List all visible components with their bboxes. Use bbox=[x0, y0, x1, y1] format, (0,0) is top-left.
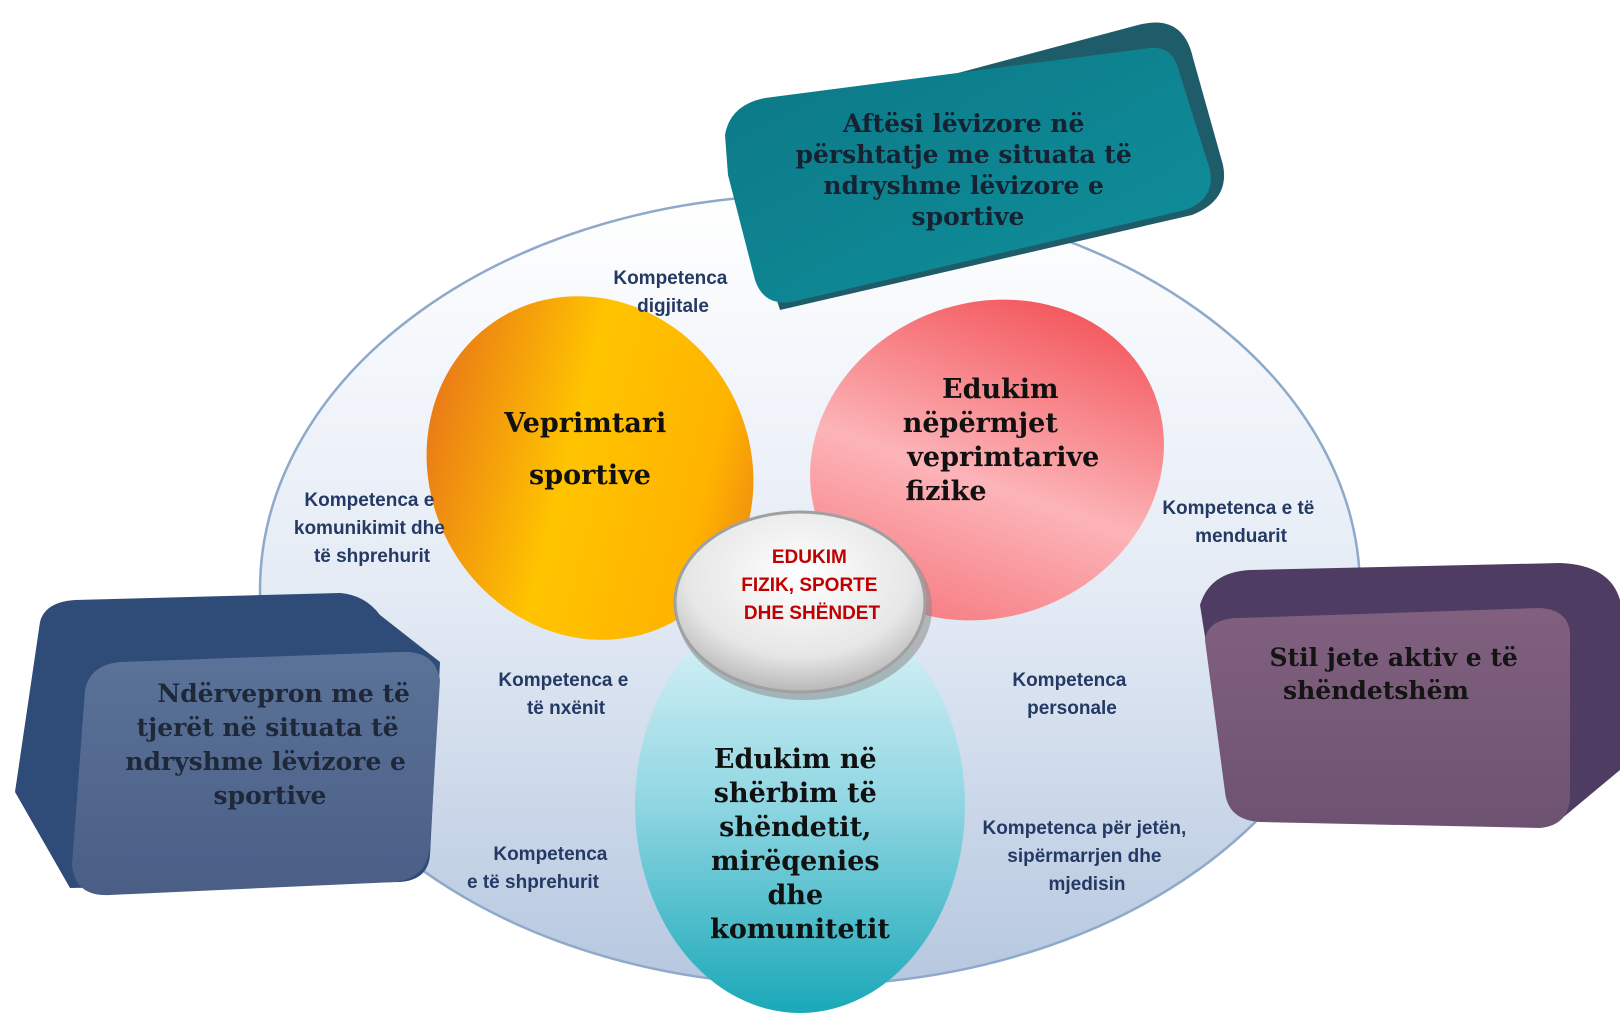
competence-thinking: Kompetenca e të menduarit bbox=[1162, 498, 1319, 547]
petal-cyan-label: Edukim në shërbim të shëndetit, mirëqeni… bbox=[710, 744, 890, 945]
competence-communication: Kompetenca e komunikimit dhe të shprehur… bbox=[294, 490, 450, 567]
competence-digital: Kompetenca digjitale bbox=[613, 268, 732, 317]
petal-red-label: Edukim nëpërmjet veprimtarive fizike bbox=[903, 374, 1109, 507]
center-label: EDUKIM FIZIK, SPORTE DHE SHËNDET bbox=[741, 547, 882, 624]
competence-personal: Kompetenca personale bbox=[1012, 670, 1131, 719]
competence-learning: Kompetenca e të nxënit bbox=[498, 670, 633, 719]
petal-orange-label: Veprimtari sportive bbox=[503, 408, 675, 491]
block-blue-label: Ndërvepron me të tjerët në situata të nd… bbox=[125, 679, 418, 810]
block-teal: Aftësi lëvizore në përshtatje me situata… bbox=[725, 22, 1225, 310]
block-purple: Stil jete aktiv e të shëndetshëm bbox=[1200, 563, 1620, 828]
petal-cyan bbox=[635, 597, 965, 1013]
block-purple-label: Stil jete aktiv e të shëndetshëm bbox=[1270, 643, 1527, 705]
petal-orange bbox=[426, 296, 754, 640]
competence-expression: Kompetenca e të shprehurit bbox=[467, 844, 613, 893]
block-blue: Ndërvepron me të tjerët në situata të nd… bbox=[15, 593, 440, 896]
competence-life: Kompetenca për jetën, sipërmarrjen dhe m… bbox=[982, 818, 1191, 895]
block-teal-label: Aftësi lëvizore në përshtatje me situata… bbox=[796, 109, 1141, 231]
petal-red bbox=[810, 299, 1164, 621]
center-circle bbox=[673, 510, 927, 694]
